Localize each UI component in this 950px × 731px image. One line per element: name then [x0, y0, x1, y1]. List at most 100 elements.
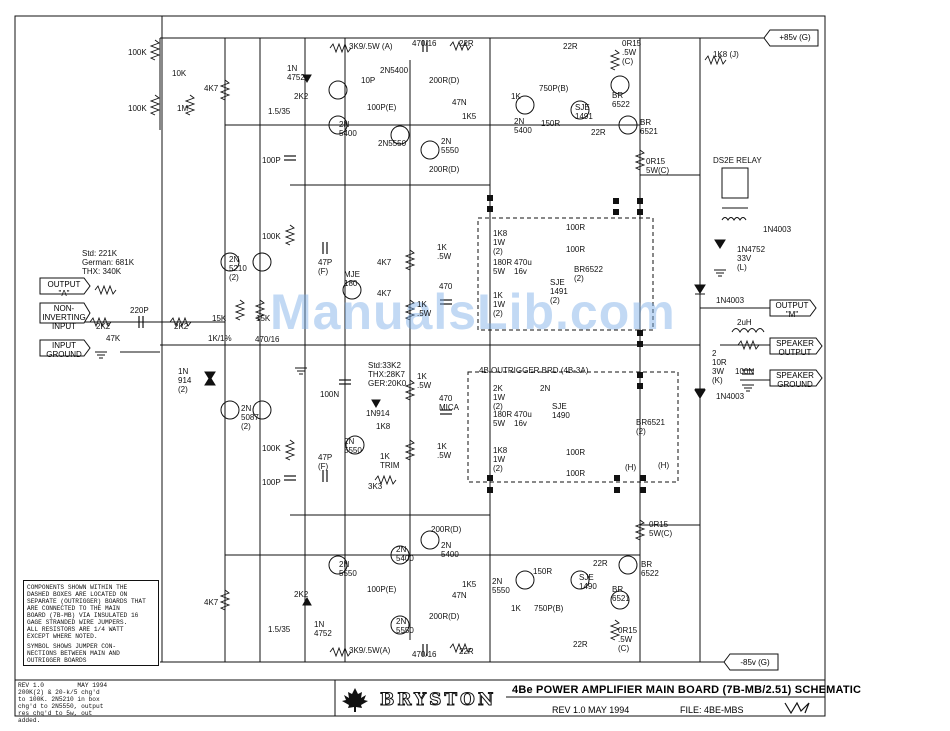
component-label: 2K2 — [294, 92, 309, 101]
component-label: 1N4003 — [763, 225, 792, 234]
component-label: 2K2 — [96, 322, 111, 331]
component-label: 1N 4752 — [287, 64, 305, 82]
component-label: 100R — [566, 448, 586, 457]
speaker-output-terminal: SPEAKER OUTPUT — [776, 339, 814, 357]
component-label: 200R(D) — [429, 165, 460, 174]
component-label: 2N 5550 — [492, 577, 510, 595]
component-label: 0R15 5W(C) — [649, 520, 673, 538]
drawing-frame — [14, 15, 826, 717]
component-label: 22R — [563, 42, 578, 51]
component-label: 2N 5550 — [344, 437, 362, 455]
output-a-terminal: OUTPUT "A" — [47, 280, 81, 298]
component-label: 2N 5210 (2) — [229, 255, 247, 282]
capacitors — [138, 40, 754, 656]
component-label: 47K — [106, 334, 121, 343]
output-m-terminal: OUTPUT "M" — [775, 301, 809, 319]
component-label: 100K — [262, 232, 281, 241]
component-label: 1K8 — [376, 422, 391, 431]
maple-leaf-logo — [342, 688, 368, 712]
component-label: 750P(B) — [534, 604, 564, 613]
component-label: 1K .5W — [417, 372, 432, 390]
component-label: Std: 221K German: 681K THX: 340K — [82, 249, 135, 276]
component-label: 470 MICA — [439, 394, 459, 412]
speaker-ground-terminal: SPEAKER GROUND — [776, 371, 814, 389]
component-label: 1K .5W — [417, 300, 432, 318]
component-label: 750P(B) — [539, 84, 569, 93]
component-label: BR6522 (2) — [574, 265, 603, 283]
component-label: 2N5550 — [378, 139, 407, 148]
jumper-pads — [487, 195, 646, 493]
component-label: 100N — [735, 367, 755, 376]
component-label: 2N 5400 — [396, 545, 414, 563]
component-label: 1K8 (J) — [713, 50, 739, 59]
symbol-note: SYMBOL SHOWS JUMPER CON- NECTIONS BETWEE… — [27, 643, 120, 664]
component-label: 100P — [262, 478, 281, 487]
component-label: 2N 5087 (2) — [241, 404, 259, 431]
component-label: 1K TRIM — [380, 452, 400, 470]
component-label: 2uH — [737, 318, 752, 327]
component-label: 1K/1% — [208, 334, 232, 343]
non-inverting-input-terminal: NON- INVERTING INPUT — [42, 304, 86, 331]
component-label: MJE 180 — [344, 270, 360, 288]
component-label: 2N 5400 — [339, 120, 357, 138]
negative-supply-terminal: -85v (G) — [740, 658, 770, 667]
component-label: 100R — [566, 223, 586, 232]
signature-mark — [784, 701, 810, 715]
component-label: 1.5/35 — [268, 625, 291, 634]
component-label: Std:33K2 THX:28K7 GER:20K0 — [368, 361, 407, 388]
component-label: 470/16 — [412, 39, 437, 48]
component-label: 150R — [541, 119, 561, 128]
component-label: 200R(D) — [429, 612, 460, 621]
component-label: 1K — [511, 92, 521, 101]
component-label: 2N 5400 — [514, 117, 532, 135]
component-label: 10P — [361, 76, 376, 85]
component-label: 1N914 — [366, 409, 390, 418]
component-label: 47P (F) — [318, 258, 333, 276]
component-label: 470u 16v — [514, 258, 532, 276]
component-label: (H) — [658, 461, 670, 470]
watermark: ManualsLib.com — [270, 284, 676, 340]
component-label: 1K5 — [462, 112, 477, 121]
brand-logo: BRYSTON — [379, 690, 497, 711]
component-label: 2K2 — [294, 590, 309, 599]
revision-label: REV 1.0 MAY 1994 — [552, 705, 630, 715]
component-label: 0R15 .5W (C) — [622, 39, 642, 66]
component-label: 100P — [262, 156, 281, 165]
component-note-box: COMPONENTS SHOWN WITHIN THE DASHED BOXES… — [23, 580, 159, 666]
outrigger-boards — [467, 217, 679, 483]
component-label: 2N 5400 — [441, 541, 459, 559]
component-label: 4K7 — [204, 598, 219, 607]
component-label: BR6521 (2) — [636, 418, 665, 436]
component-label: BR 6521 — [640, 118, 658, 136]
component-label: 47N — [452, 591, 467, 600]
component-label: 22R — [573, 640, 588, 649]
ground-symbols — [95, 269, 754, 392]
component-label: 200R(D) — [429, 76, 460, 85]
diodes — [204, 74, 726, 606]
component-label: 2 10R 3W (K) — [712, 349, 727, 385]
component-label: 22R — [591, 128, 606, 137]
component-label: 470u 16v — [514, 410, 532, 428]
component-label: BR 6522 — [612, 91, 630, 109]
component-label: DS2E RELAY — [713, 156, 762, 165]
component-label: 3K9/.5W(A) — [349, 646, 391, 655]
relay — [721, 167, 749, 221]
component-label: 1N4752 33V (L) — [737, 245, 766, 272]
component-label: 470/16 — [412, 650, 437, 659]
component-label: 100R — [566, 469, 586, 478]
component-label: 4B OUTRIGGER BRD (4B-3A) — [479, 366, 589, 375]
component-label: 0R15 .5W (C) — [618, 626, 638, 653]
component-label: 2N 5550 — [339, 560, 357, 578]
component-label: 2K 1W (2) — [493, 384, 505, 411]
component-label: 3K3 — [368, 482, 383, 491]
component-label: SJE 1491 — [575, 103, 593, 121]
component-label: 1N 4752 — [314, 620, 332, 638]
component-label: 220P — [130, 306, 149, 315]
component-label: (H) — [625, 463, 637, 472]
inductor — [731, 328, 765, 334]
resistors — [89, 39, 760, 658]
component-label: 2N — [540, 384, 551, 393]
component-label: 10K — [172, 69, 187, 78]
component-label: 1N4003 — [716, 392, 745, 401]
